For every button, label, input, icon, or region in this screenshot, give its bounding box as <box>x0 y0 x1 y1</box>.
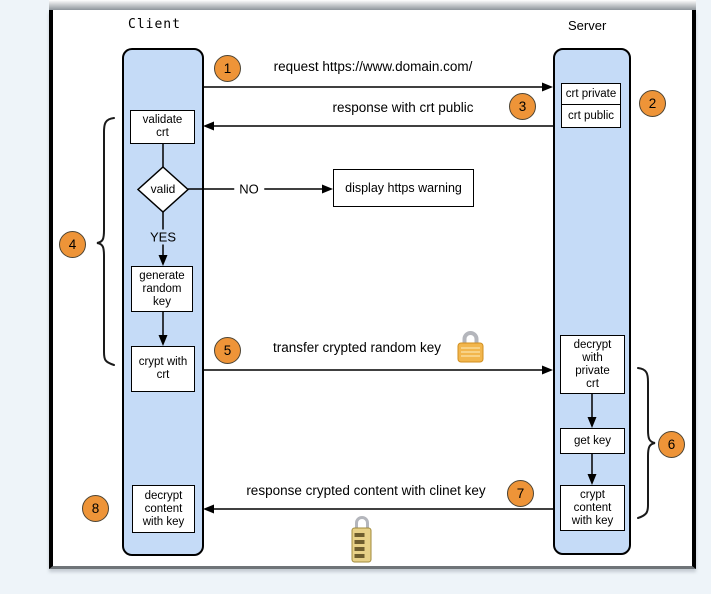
step-3-badge: 3 <box>509 93 536 120</box>
step-1-badge: 1 <box>214 55 241 82</box>
step-2-badge: 2 <box>639 90 666 117</box>
yes-branch-label: YES <box>146 229 180 245</box>
no-branch-label: NO <box>234 181 264 197</box>
frame-top-shadow <box>49 0 696 10</box>
decrypt-content-box: decrypt content with key <box>132 485 195 533</box>
certificate-stack: crt private crt public <box>561 83 621 128</box>
https-warning-box: display https warning <box>333 169 474 207</box>
step-7-badge: 7 <box>507 480 534 507</box>
crypt-with-crt-box: crypt with crt <box>131 346 195 392</box>
crt-public-cell: crt public <box>567 109 615 122</box>
step-8-badge: 8 <box>82 495 109 522</box>
request-message-label: request https://www.domain.com/ <box>273 59 473 74</box>
validate-crt-box: validate crt <box>130 110 195 144</box>
step-5-badge: 5 <box>214 337 241 364</box>
crypt-content-with-key-box: crypt content with key <box>560 485 625 531</box>
step-6-badge: 6 <box>658 431 685 458</box>
crt-private-cell: crt private <box>562 84 620 105</box>
response-crt-message-label: response with crt public <box>332 100 474 115</box>
response-content-message-label: response crypted content with clinet key <box>246 483 486 498</box>
generate-random-key-box: generate random key <box>131 266 193 312</box>
transfer-key-message-label: transfer crypted random key <box>272 340 442 355</box>
step-4-badge: 4 <box>59 231 86 258</box>
client-actor-label: Client <box>128 17 181 32</box>
get-key-box: get key <box>560 428 625 454</box>
decrypt-with-private-crt-box: decrypt with private crt <box>560 335 625 394</box>
valid-label: valid <box>150 182 176 196</box>
server-actor-label: Server <box>568 18 607 33</box>
